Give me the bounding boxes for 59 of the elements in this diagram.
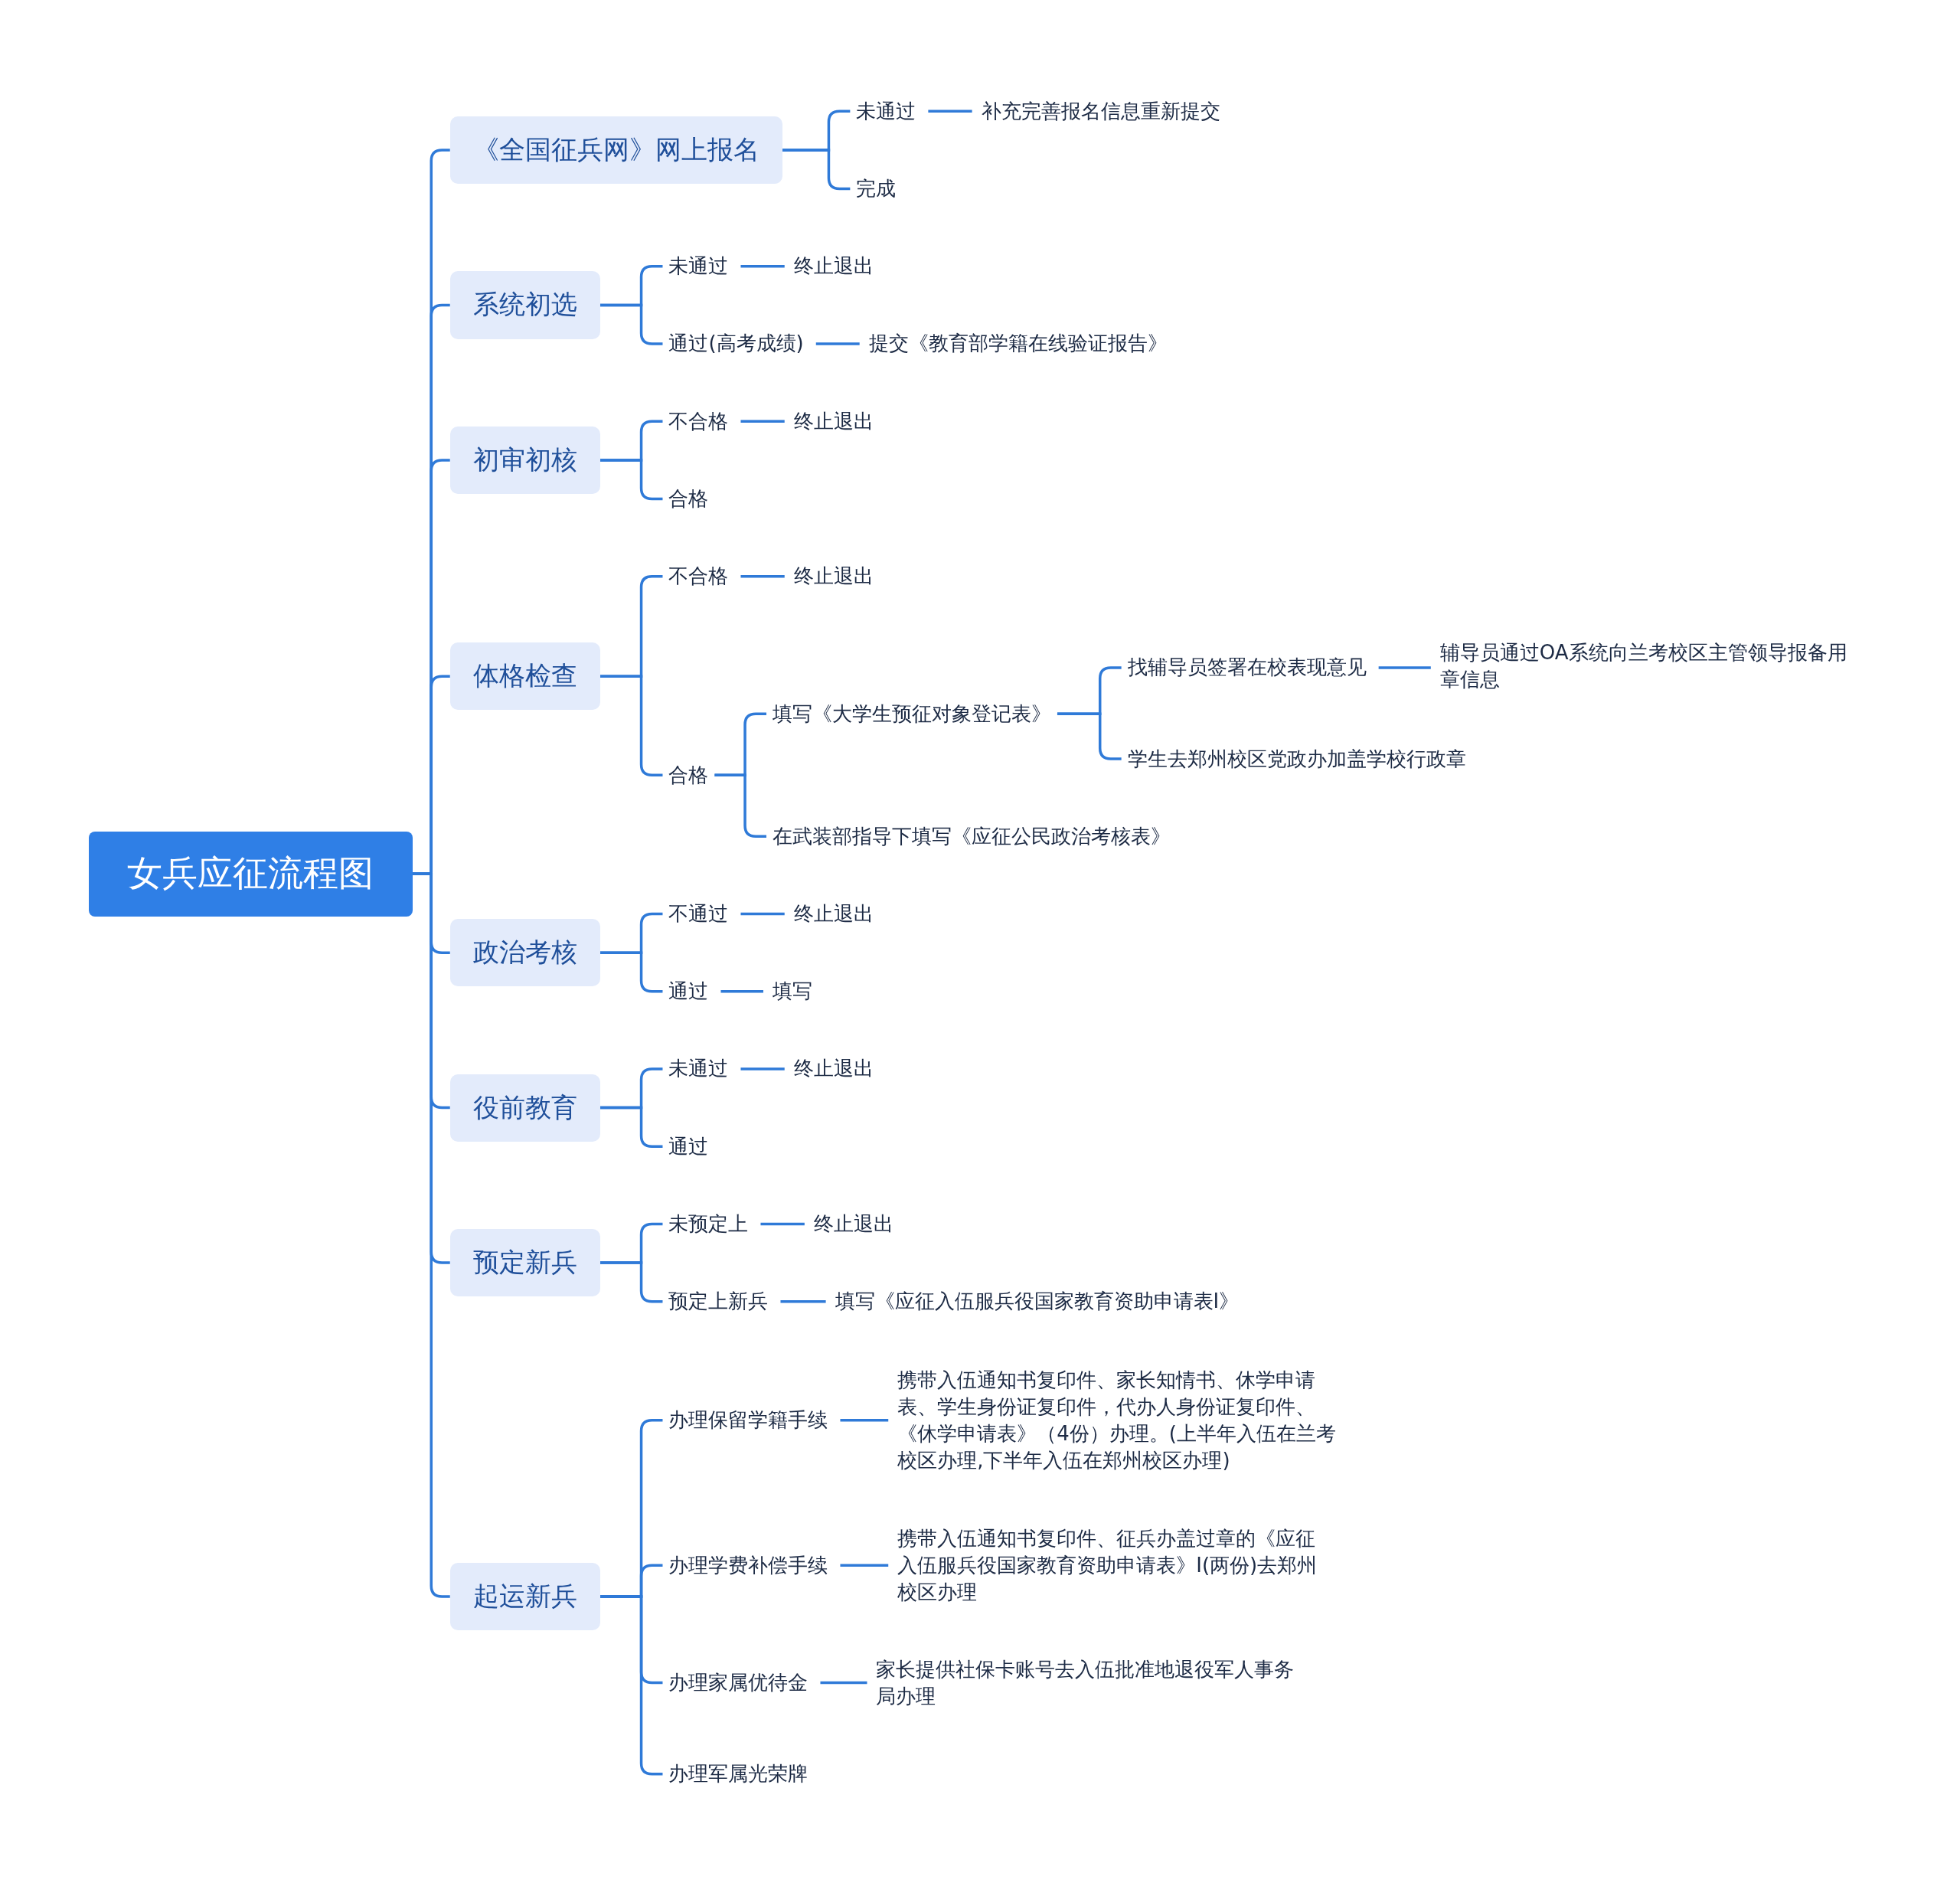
connector-line: [1378, 666, 1431, 669]
topic-text: 合格: [662, 761, 715, 789]
topic-text: 终止退出: [787, 563, 880, 590]
root-topic-box: 女兵应征流程图: [88, 831, 413, 917]
topic-text: 在武装部指导下填写《应征公民政治考核表》: [766, 822, 1177, 850]
topic-text: 终止退出: [787, 1055, 880, 1083]
topic-text: 办理家属优待金: [662, 1669, 815, 1697]
topic-text: 携带入伍通知书复印件、家长知情书、休学申请表、学生身份证复印件，代办人身份证复印件、《休学申请表》（4份）办理。(上半年入伍在兰考校区办理,下半年入伍在郑州校区办理): [891, 1366, 1361, 1475]
topic-text: 通过(高考成绩): [662, 330, 810, 358]
topic-text: 终止退出: [787, 407, 880, 435]
connector-line: [815, 342, 860, 345]
topic-text: 提交《教育部学籍在线验证报告》: [862, 330, 1174, 358]
topic-box: 初审初核: [449, 426, 600, 494]
topic-text: 携带入伍通知书复印件、征兵办盖过章的《应征入伍服兵役国家教育资助申请表》Ⅰ(两份)去郑州校区办理: [891, 1525, 1327, 1606]
topic-text: 终止退出: [787, 253, 880, 280]
topic-text: 预定上新兵: [662, 1288, 775, 1316]
topic-text: 未通过: [662, 253, 735, 280]
topic-text: 完成: [850, 175, 903, 203]
topic-text: 填写《应征入伍服兵役国家教育资助申请表Ⅰ》: [828, 1288, 1246, 1316]
topic-text: 办理军属光荣牌: [662, 1760, 815, 1788]
topic-text: 终止退出: [787, 900, 880, 928]
connector-line: [740, 912, 785, 916]
topic-text: 不合格: [662, 563, 735, 590]
topic-text: 填写: [766, 978, 818, 1005]
topic-text: 终止退出: [807, 1210, 900, 1237]
topic-text: 不通过: [662, 900, 735, 928]
topic-box: 役前教育: [449, 1074, 600, 1142]
topic-box: 预定新兵: [449, 1228, 600, 1297]
connector-line: [780, 1299, 826, 1303]
topic-box: 系统初选: [449, 271, 600, 339]
connector-line: [740, 420, 785, 423]
connector-line: [820, 1681, 867, 1685]
topic-text: 通过: [662, 978, 715, 1005]
connector-line: [760, 1222, 805, 1226]
topic-text: 家长提供社保卡账号去入伍批准地退役军人事务局办理: [870, 1656, 1305, 1710]
topic-box: 政治考核: [449, 919, 600, 987]
topic-text: 办理学费补偿手续: [662, 1551, 835, 1579]
topic-box: 《全国征兵网》网上报名: [449, 116, 782, 185]
topic-text: 学生去郑州校区党政办加盖学校行政章: [1121, 745, 1472, 773]
connector-line: [740, 1067, 785, 1070]
topic-text: 合格: [662, 485, 715, 512]
topic-text: 未通过: [850, 97, 923, 125]
topic-text: 补充完善报名信息重新提交: [975, 97, 1227, 125]
topic-box: 体格检查: [449, 642, 600, 711]
connector-line: [840, 1419, 889, 1422]
topic-text: 不合格: [662, 407, 735, 435]
topic-text: 通过: [662, 1133, 715, 1160]
topic-text: 未预定上: [662, 1210, 755, 1237]
connector-line: [720, 990, 763, 993]
topic-box: 起运新兵: [449, 1562, 600, 1631]
topic-text: 填写《大学生预征对象登记表》: [766, 700, 1057, 727]
connector-line: [840, 1564, 889, 1567]
topic-text: 办理保留学籍手续: [662, 1407, 835, 1434]
connector-line: [740, 574, 785, 578]
topic-text: 未通过: [662, 1055, 735, 1083]
topic-text: 辅导员通过OA系统向兰考校区主管领导报备用章信息: [1433, 639, 1857, 694]
topic-text: 找辅导员签署在校表现意见: [1121, 654, 1373, 682]
connector-line: [928, 109, 972, 113]
connector-line: [740, 265, 785, 268]
